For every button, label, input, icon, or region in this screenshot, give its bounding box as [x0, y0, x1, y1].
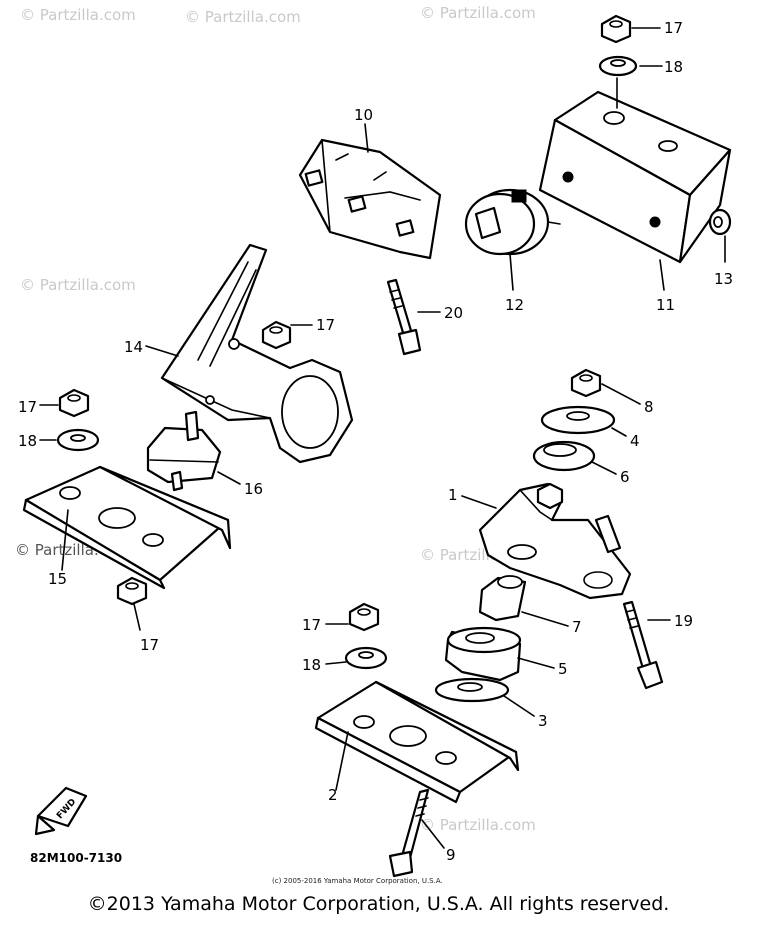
fwd-arrow: FWD [34, 786, 88, 836]
part-17-nut-left [58, 388, 90, 418]
callout-8: 8 [644, 398, 654, 416]
watermark: © Partzilla.com [20, 276, 136, 294]
callout-7: 7 [572, 618, 582, 636]
part-9-bolt [388, 788, 430, 878]
callout-18: 18 [664, 58, 683, 76]
callout-19: 19 [674, 612, 693, 630]
callout-17: 17 [316, 316, 335, 334]
callout-labels: 17 18 13 11 10 12 20 17 14 17 18 16 15 1… [18, 19, 733, 864]
small-copyright: (c) 2005-2016 Yamaha Motor Corporation, … [272, 877, 443, 885]
callout-9: 9 [446, 846, 456, 864]
callout-18: 18 [18, 432, 37, 450]
watermark: © Partzilla.com [420, 4, 536, 22]
callout-18: 18 [302, 656, 321, 674]
callout-4: 4 [630, 432, 640, 450]
part-1-bracket [478, 482, 632, 600]
callout-6: 6 [620, 468, 630, 486]
part-18-washer-left [56, 428, 100, 452]
part-5-rubber [444, 626, 522, 682]
part-3-washer [434, 677, 510, 703]
part-17-nut-bottom-left [116, 576, 148, 606]
part-17-nut-middle [348, 602, 380, 632]
callout-14: 14 [124, 338, 143, 356]
part-6-bushing [532, 440, 596, 472]
callout-16: 16 [244, 480, 263, 498]
part-18-washer-middle [344, 646, 388, 670]
callout-17: 17 [18, 398, 37, 416]
callout-11: 11 [656, 296, 675, 314]
part-13-bolt [708, 208, 732, 236]
part-7-collar [478, 575, 527, 622]
watermarks: © Partzilla.com © Partzilla.com © Partzi… [15, 4, 536, 834]
part-2-plate [314, 680, 520, 804]
part-14-bracket [160, 243, 354, 464]
part-11-cover [538, 77, 732, 264]
copyright-notice: ©2013 Yamaha Motor Corporation, U.S.A. A… [87, 893, 670, 915]
part-15-plate [22, 465, 232, 590]
part-20-bolt [386, 278, 422, 356]
callout-5: 5 [558, 660, 568, 678]
part-17-nut-14 [261, 320, 292, 350]
part-10-bracket [298, 138, 442, 260]
callout-17: 17 [302, 616, 321, 634]
diagram-code: 82M100-7130 [30, 851, 122, 865]
callout-15: 15 [48, 570, 67, 588]
part-8-nut [570, 368, 602, 398]
part-19-bolt [622, 600, 664, 690]
callout-1: 1 [448, 486, 458, 504]
callout-17: 17 [140, 636, 159, 654]
callout-13: 13 [714, 270, 733, 288]
part-12-mount [464, 188, 561, 256]
leader-lines [39, 27, 726, 849]
callout-20: 20 [444, 304, 463, 322]
callout-12: 12 [505, 296, 524, 314]
part-4-washer [540, 405, 616, 435]
watermark: © Partzilla.com [185, 8, 301, 26]
watermark: © Partzilla.com [420, 816, 536, 834]
callout-17: 17 [664, 19, 683, 37]
callout-10: 10 [354, 106, 373, 124]
part-17-nut-top [600, 14, 632, 44]
watermark: © Partzilla.com [20, 6, 136, 24]
callout-2: 2 [328, 786, 338, 804]
part-18-washer-top [598, 55, 638, 77]
part-16-rubber-mount [146, 410, 222, 492]
callout-3: 3 [538, 712, 548, 730]
